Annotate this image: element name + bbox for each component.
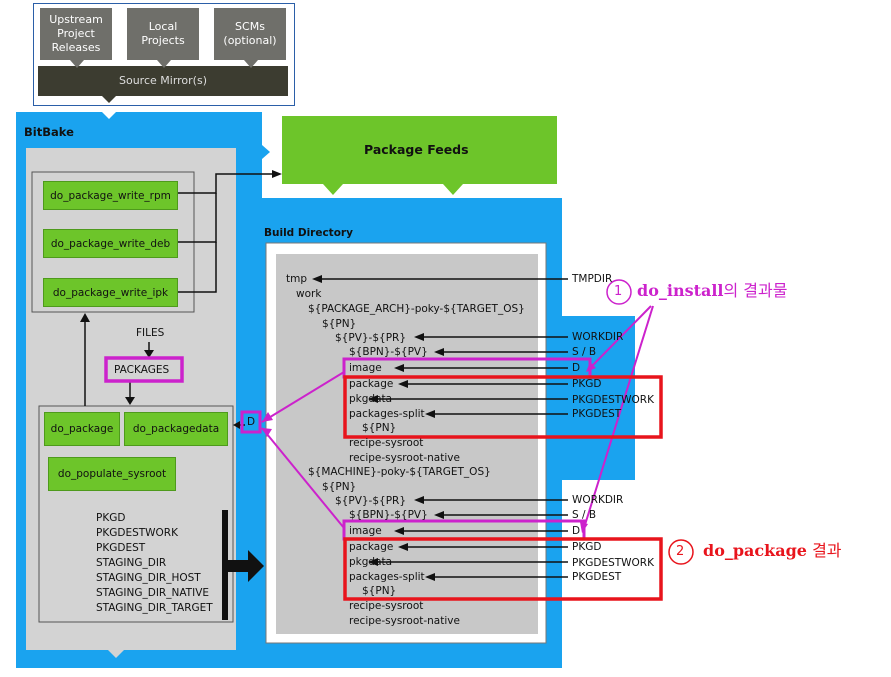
do-packagedata-task: do_packagedata [124, 412, 228, 446]
bitbake-title: BitBake [24, 125, 74, 139]
d-variable-label: D [247, 416, 256, 428]
annotation-2-number: 2 [676, 544, 685, 559]
tree-image-2: image [349, 525, 382, 537]
annotation-1-number: 1 [614, 284, 623, 299]
tree-bpn-pv-2: ${BPN}-${PV} [349, 509, 428, 521]
package-feeds-label: Package Feeds [364, 142, 469, 157]
label-pkgdest-2: PKGDEST [572, 571, 622, 583]
var-staging-dir-target: STAGING_DIR_TARGET [96, 602, 213, 614]
do-populate-sysroot-task: do_populate_sysroot [48, 457, 176, 491]
tree-package-arch: ${PACKAGE_ARCH}-poky-${TARGET_OS} [308, 303, 525, 315]
source-mirror-bar: Source Mirror(s) [38, 66, 288, 96]
label-d-2: D [572, 525, 581, 537]
annotation-2-text: do_package 결과 [703, 543, 842, 559]
tree-tmp: tmp [286, 273, 308, 285]
tree-pn-1: ${PN} [322, 318, 357, 330]
label-pkgdestwork-2: PKGDESTWORK [572, 557, 654, 569]
var-pkgd: PKGD [96, 512, 126, 524]
tree-pkgdata-2: pkgdata [349, 556, 393, 568]
build-directory-title: Build Directory [264, 227, 353, 239]
tree-pn-sub-1: ${PN} [362, 422, 397, 434]
tree-pn-2: ${PN} [322, 481, 357, 493]
tree-pv-pr-1: ${PV}-${PR} [335, 332, 407, 344]
tree-pkgdata-1: pkgdata [349, 393, 393, 405]
write-rpm-task: do_package_write_rpm [43, 181, 178, 210]
annotation-2-bold: do_package [703, 541, 807, 560]
var-staging-dir-host: STAGING_DIR_HOST [96, 572, 201, 584]
label-pkgd-2: PKGD [572, 541, 602, 553]
tree-work: work [296, 288, 322, 300]
var-staging-dir-native: STAGING_DIR_NATIVE [96, 587, 210, 599]
tree-machine: ${MACHINE}-poky-${TARGET_OS} [308, 466, 491, 478]
label-workdir-1: WORKDIR [572, 331, 624, 343]
tree-packages-split-1: packages-split [349, 408, 425, 420]
tree-bpn-pv-1: ${BPN}-${PV} [349, 346, 428, 358]
tree-recipe-sysroot-2: recipe-sysroot [349, 600, 424, 612]
tree-pv-pr-2: ${PV}-${PR} [335, 495, 407, 507]
tree-packages-split-2: packages-split [349, 571, 425, 583]
write-ipk-task: do_package_write_ipk [43, 278, 178, 307]
local-projects-box: Local Projects [127, 8, 199, 60]
tree-package-1: package [349, 378, 394, 390]
label-workdir-2: WORKDIR [572, 494, 624, 506]
tree-recipe-sysroot-native-2: recipe-sysroot-native [349, 615, 460, 627]
annotation-1-text: do_install의 결과물 [637, 283, 787, 299]
label-d-1: D [572, 362, 581, 374]
var-pkgdest: PKGDEST [96, 542, 146, 554]
scms-box: SCMs (optional) [214, 8, 286, 60]
tree-recipe-sysroot-native-1: recipe-sysroot-native [349, 452, 460, 464]
label-pkgdest-1: PKGDEST [572, 408, 622, 420]
label-tmpdir: TMPDIR [572, 273, 613, 285]
tree-pn-sub-2: ${PN} [362, 585, 397, 597]
annotation-2-rest: 결과 [806, 541, 842, 560]
tree-package-2: package [349, 541, 394, 553]
label-s-b-1: S / B [572, 346, 597, 358]
label-pkgdestwork-1: PKGDESTWORK [572, 394, 654, 406]
var-pkgdestwork: PKGDESTWORK [96, 527, 178, 539]
tree-recipe-sysroot-1: recipe-sysroot [349, 437, 424, 449]
annotation-1-bold: do_install [637, 281, 724, 300]
do-package-task: do_package [44, 412, 120, 446]
upstream-releases-box: Upstream Project Releases [40, 8, 112, 60]
packages-label: PACKAGES [114, 364, 170, 376]
var-staging-dir: STAGING_DIR [96, 557, 167, 569]
annotation-1-rest: 의 결과물 [723, 281, 788, 300]
write-deb-task: do_package_write_deb [43, 229, 178, 258]
files-label: FILES [136, 327, 165, 339]
label-pkgd-1: PKGD [572, 378, 602, 390]
label-s-b-2: S / B [572, 509, 597, 521]
tree-image-1: image [349, 362, 382, 374]
